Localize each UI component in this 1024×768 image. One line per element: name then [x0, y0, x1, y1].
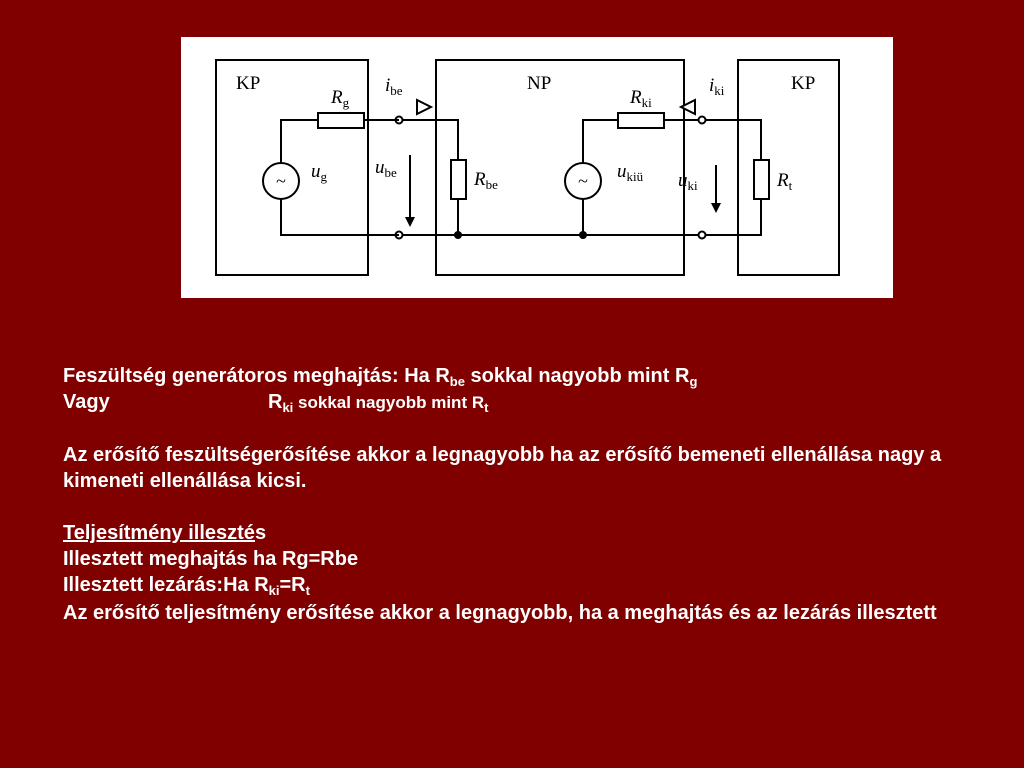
rg-resistor: [317, 112, 365, 129]
ukiu-generator: [564, 162, 602, 200]
or-r-text: R: [268, 391, 283, 413]
matched-termination-sub-b: t: [305, 583, 310, 598]
terminal-out-bottom: [697, 230, 707, 240]
terminal-in-top: [394, 115, 404, 125]
terminal-in-bottom: [394, 230, 404, 240]
right-wire: [706, 119, 762, 236]
iki-arrow-icon: [678, 98, 696, 116]
or-text: Vagy: [63, 391, 110, 413]
matched-termination-text-a: Illesztett lezárás:Ha R: [63, 574, 269, 596]
ug-generator: [262, 162, 300, 200]
ukiu-label: ukiü: [617, 161, 644, 184]
voltage-drive-text-b: sokkal nagyobb mint R: [464, 365, 690, 387]
circuit-diagram: KP NP KP Rg ibe Rki iki ~ ~ ug ube Rbe u…: [181, 37, 893, 298]
kp-right-label: KP: [791, 73, 815, 94]
ube-label: ube: [375, 157, 397, 180]
ibe-label: ibe: [385, 75, 403, 98]
voltage-drive-line: Feszültség generátoros meghajtás: Ha Rbe…: [63, 363, 1003, 389]
ube-arrowhead-icon: [405, 217, 415, 227]
voltage-drive-text-a: Feszültség generátoros meghajtás: Ha R: [63, 365, 450, 387]
voltage-gain-paragraph: Az erősítő feszültségerősítése akkor a l…: [63, 444, 942, 492]
power-matching-heading-rest: s: [254, 522, 267, 544]
rki-label: Rki: [629, 87, 652, 110]
np-box: [435, 59, 685, 276]
or-rest-text: sokkal nagyobb mint R: [293, 393, 485, 412]
gen-left-symbol: ~: [276, 171, 286, 191]
left-wire: [280, 119, 399, 236]
rki-resistor: [617, 112, 665, 129]
power-matching-heading: Teljesítmény illesztés: [63, 520, 1003, 546]
np-label: NP: [527, 73, 551, 94]
rbe-resistor: [450, 159, 467, 200]
ibe-arrow-icon: [416, 98, 434, 116]
or-line: Vagy Rki sokkal nagyobb mint Rt: [63, 389, 1003, 416]
matched-drive-line: Illesztett meghajtás ha Rg=Rbe: [63, 548, 359, 570]
np-wires: [403, 119, 698, 236]
matched-termination-sub-a: ki: [268, 583, 280, 598]
voltage-drive-sub-a: be: [449, 374, 465, 389]
kp-right-box: [737, 59, 840, 276]
terminal-out-top: [697, 115, 707, 125]
matched-termination-line: Illesztett lezárás:Ha Rki=Rt: [63, 572, 1003, 598]
rt-resistor: [753, 159, 770, 200]
uki-label: uki: [678, 170, 698, 193]
matched-termination-text-b: =R: [279, 574, 306, 596]
kp-left-box: [215, 59, 369, 276]
rg-label: Rg: [330, 87, 350, 110]
power-gain-paragraph: Az erősítő teljesítmény erősítése akkor …: [63, 602, 937, 624]
ug-label: ug: [311, 161, 328, 184]
iki-label: iki: [709, 75, 725, 98]
junction-dot-right: [579, 231, 587, 239]
kp-left-label: KP: [236, 73, 260, 94]
or-r-sub: ki: [282, 400, 294, 415]
uki-arrowhead-icon: [711, 203, 721, 213]
slide-text: Feszültség generátoros meghajtás: Ha Rbe…: [63, 363, 1003, 628]
rbe-label: Rbe: [473, 169, 498, 192]
circuit-svg: KP NP KP Rg ibe Rki iki ~ ~ ug ube Rbe u…: [215, 59, 840, 276]
or-rest-sub: t: [484, 400, 489, 415]
power-matching-heading-underlined: Teljesítmény illeszté: [63, 522, 255, 544]
junction-dot-left: [454, 231, 462, 239]
gen-right-symbol: ~: [578, 171, 588, 191]
voltage-drive-sub-b: g: [689, 374, 698, 389]
rt-label: Rt: [776, 170, 793, 193]
